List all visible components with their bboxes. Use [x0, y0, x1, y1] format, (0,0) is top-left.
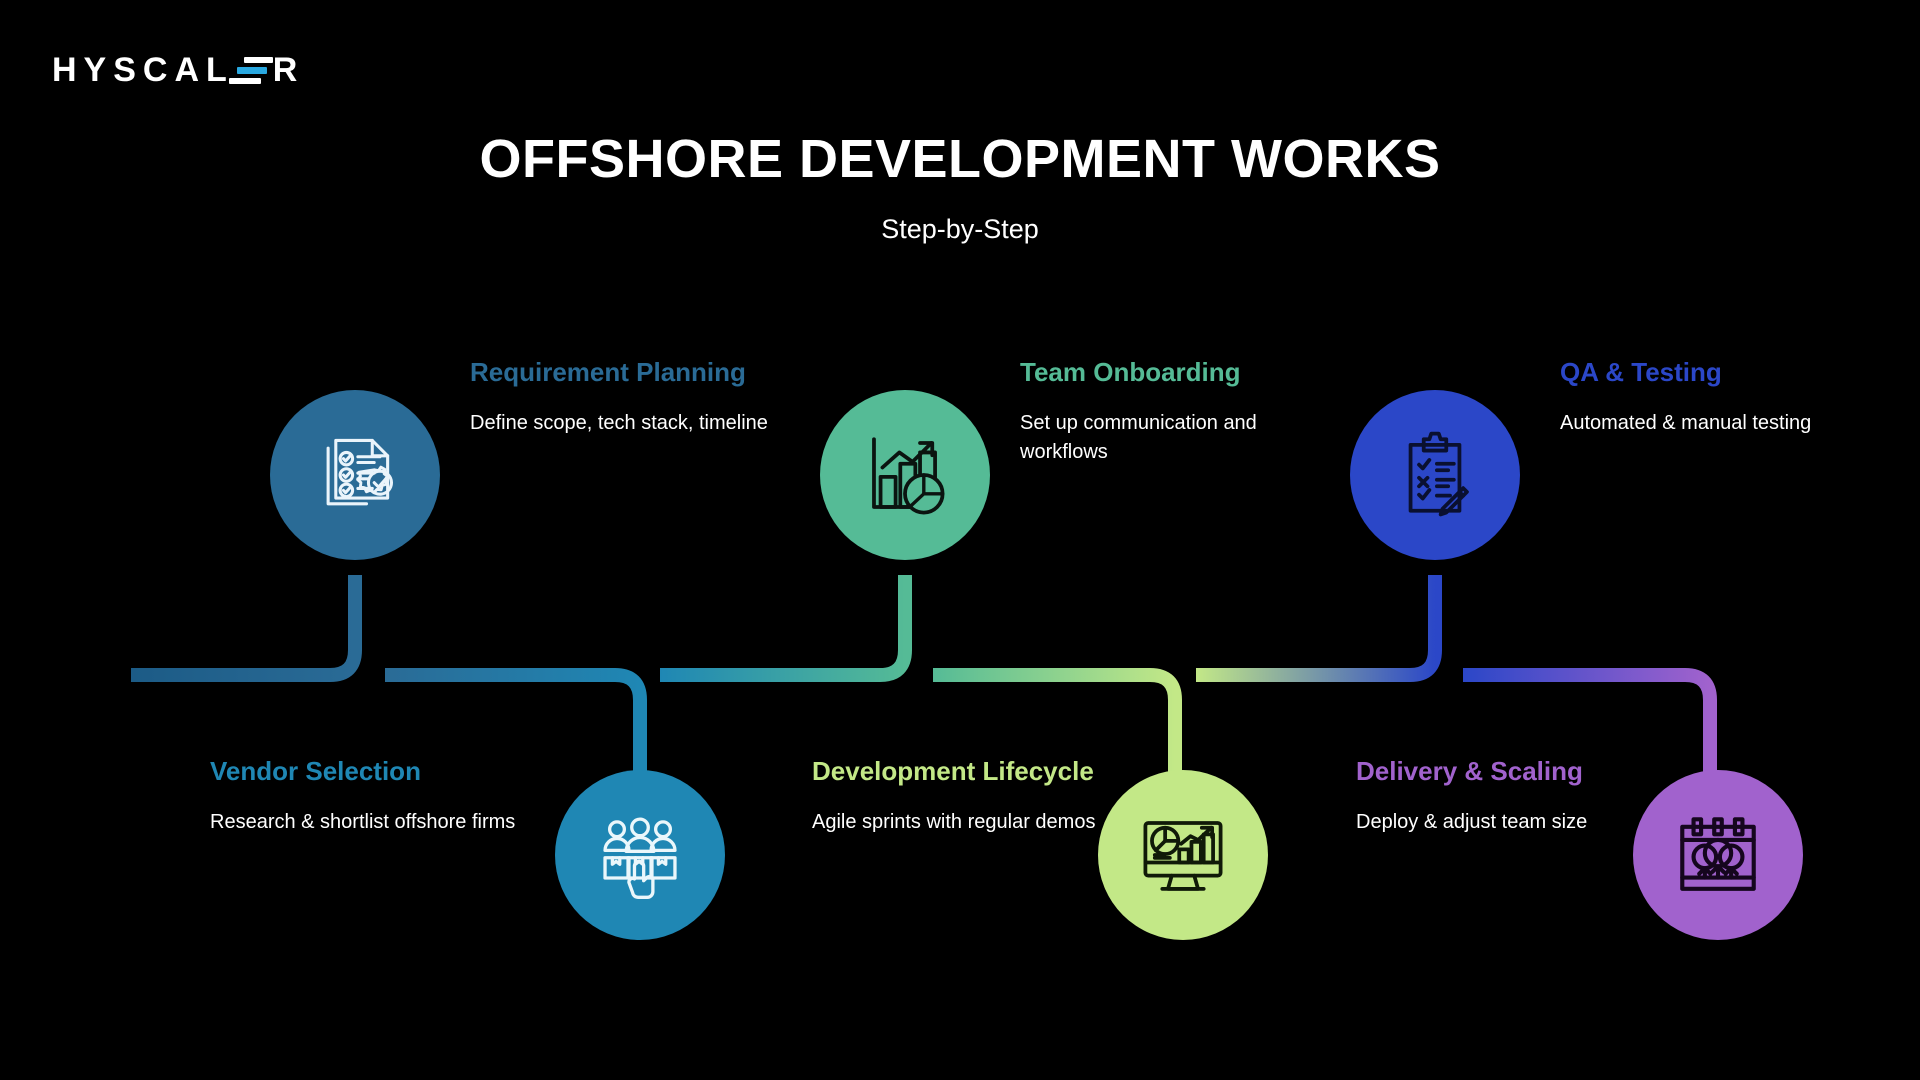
- brand-logo-e-glyph-icon: [228, 55, 273, 85]
- bar-chart-growth-pie-icon: [872, 437, 945, 515]
- page-title: OFFSHORE DEVELOPMENT WORKS: [479, 129, 1441, 189]
- step-description-requirement-planning: Define scope, tech stack, timeline: [470, 412, 768, 435]
- step-description-qa-testing: Automated & manual testing: [1560, 412, 1812, 435]
- brand-logo-text-prefix: HYSCAL: [52, 51, 234, 89]
- step-text-qa-testing: QA & Testing Automated & manual testing: [1560, 356, 1860, 438]
- step-title-team-onboarding: Team Onboarding: [1020, 357, 1241, 387]
- step-title-development-lifecycle: Development Lifecycle: [812, 756, 1094, 786]
- step-icon-circle-requirement-planning: [270, 390, 440, 560]
- step-icon-circle-qa-testing: [1350, 390, 1520, 560]
- step-text-delivery-scaling: Delivery & Scaling Deploy & adjust team …: [1356, 755, 1656, 837]
- step-text-requirement-planning: Requirement Planning Define scope, tech …: [470, 356, 770, 438]
- clipboard-pencil-checklist-icon: [1408, 431, 1469, 517]
- step-description-delivery-scaling: Deploy & adjust team size: [1356, 811, 1588, 834]
- connector-segment-3: [660, 575, 912, 682]
- step-description-team-onboarding: Set up communication and workflows: [1020, 412, 1257, 464]
- connector-segment-5: [1196, 575, 1442, 682]
- step-text-development-lifecycle: Development Lifecycle Agile sprints with…: [812, 755, 1112, 837]
- step-icon-circle-vendor-selection: [555, 770, 725, 940]
- brand-logo-text-suffix: R: [272, 51, 305, 89]
- page-subtitle: Step-by-Step: [881, 214, 1039, 244]
- step-description-vendor-selection: Research & shortlist offshore firms: [210, 811, 516, 834]
- step-icon-circle-development-lifecycle: [1098, 770, 1268, 940]
- brand-logo[interactable]: HYSCAL R: [52, 48, 304, 92]
- step-icon-circle-team-onboarding: [820, 390, 990, 560]
- step-title-vendor-selection: Vendor Selection: [210, 756, 421, 786]
- step-title-requirement-planning: Requirement Planning: [470, 357, 746, 387]
- step-title-qa-testing: QA & Testing: [1560, 357, 1722, 387]
- document-checklist-gear-icon: [326, 438, 394, 506]
- people-selection-cursor-icon: [603, 817, 677, 899]
- calendar-team-scaling-icon: [1680, 817, 1756, 891]
- step-description-development-lifecycle: Agile sprints with regular demos: [812, 811, 1096, 834]
- step-title-delivery-scaling: Delivery & Scaling: [1356, 756, 1583, 786]
- step-text-team-onboarding: Team Onboarding Set up communication and…: [1020, 356, 1320, 467]
- step-text-vendor-selection: Vendor Selection Research & shortlist of…: [210, 755, 540, 837]
- step-icon-circle-delivery-scaling: [1633, 770, 1803, 940]
- connector-segment-1: [131, 575, 362, 682]
- monitor-analytics-icon: [1143, 821, 1223, 891]
